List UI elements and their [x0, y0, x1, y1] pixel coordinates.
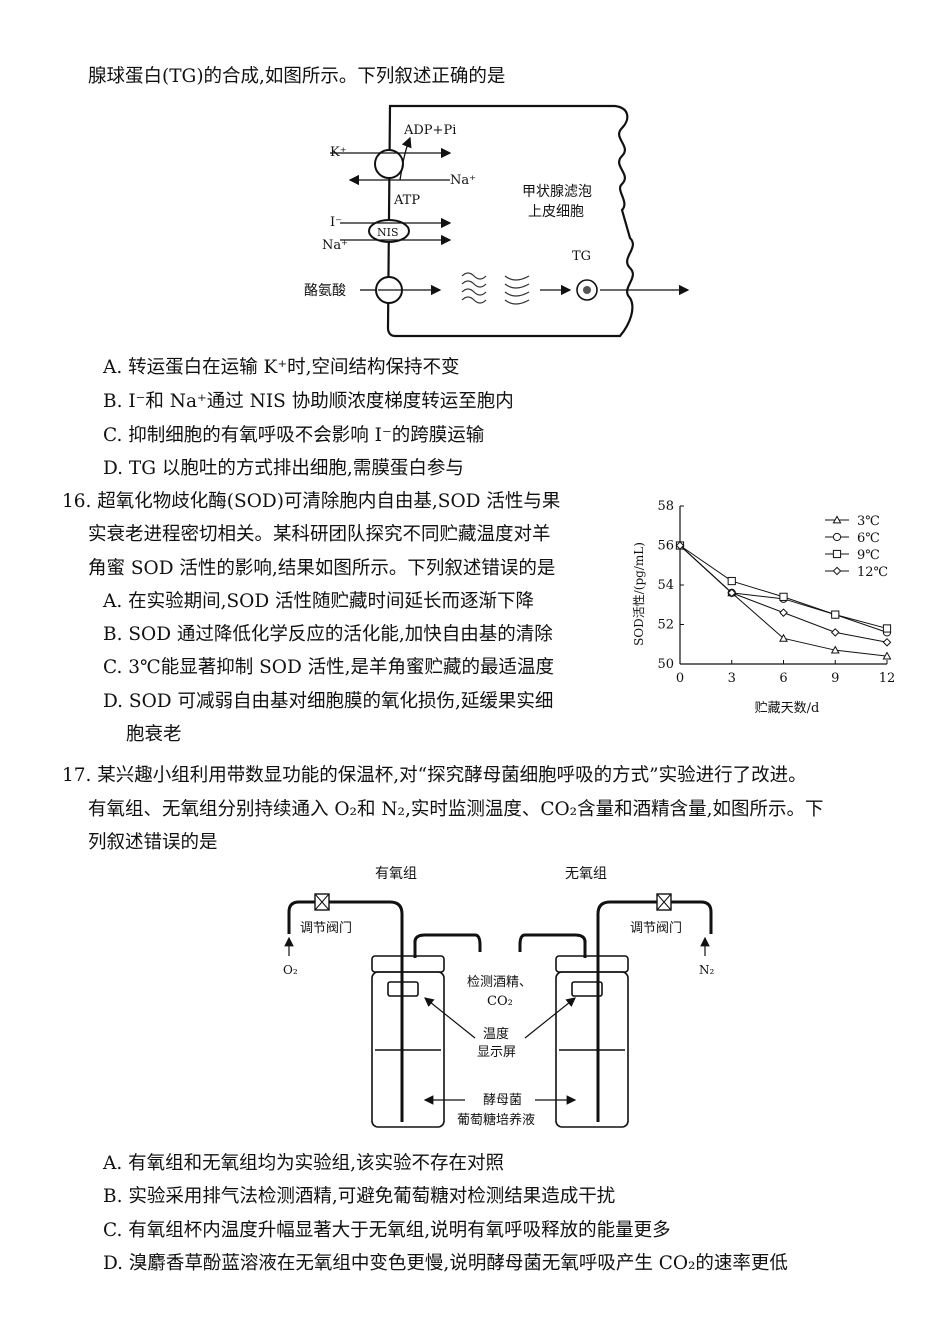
q16-option-b: B. SOD 通过降低化学反应的活化能,加快自由基的清除: [103, 624, 553, 645]
label-detect-2: CO₂: [487, 994, 513, 1009]
q17-option-a: A. 有氧组和无氧组均为实验组,该实验不存在对照: [103, 1153, 505, 1174]
chart-point: [727, 588, 737, 598]
q17-option-d: D. 溴麝香草酚蓝溶液在无氧组中变色更慢,说明酵母菌无氧呼吸产生 CO₂的速率更…: [103, 1253, 788, 1274]
label-i: I⁻: [330, 215, 342, 230]
label-aerobic: 有氧组: [375, 866, 417, 882]
left-jar: [287, 900, 482, 1128]
chart-legend-label: 9℃: [857, 548, 880, 563]
chart-point: [882, 637, 892, 647]
left-valve-icon: [314, 893, 330, 911]
q16-option-c: C. 3℃能显著抑制 SOD 活性,是羊角蜜贮藏的最适温度: [103, 657, 555, 678]
chart-x-tick-label: 12: [879, 671, 896, 686]
label-cell-1: 甲状腺滤泡: [522, 184, 592, 200]
q17-stem-3: 列叙述错误的是: [88, 832, 218, 853]
chart-x-tick-label: 6: [779, 671, 787, 686]
nis-ellipse: [368, 219, 410, 243]
chart-point: [675, 541, 685, 550]
chart-xlabel: 贮藏天数/d: [755, 701, 820, 716]
chart-y-tick-label: 54: [657, 578, 674, 593]
chart-y-tick-label: 58: [657, 499, 674, 514]
label-k: K⁺: [330, 145, 347, 160]
label-valve-left: 调节阀门: [300, 921, 352, 936]
label-tg: TG: [572, 249, 591, 264]
chart-point: [832, 515, 842, 524]
sod-line-chart: 0 3 6 9 12 50 52 54 56 58 3℃ 6℃ 9℃ 12℃ 贮藏天数/d SOD活性/…: [632, 499, 896, 716]
chart-point: [832, 549, 842, 559]
label-cell-2: 上皮细胞: [528, 204, 584, 220]
q15-option-c: C. 抑制细胞的有氧呼吸不会影响 I⁻的跨膜运输: [103, 425, 485, 446]
label-anaerobic: 无氧组: [565, 866, 607, 882]
chart-series-line: [679, 545, 888, 633]
label-temp-1: 温度: [483, 1026, 509, 1042]
chart-point: [779, 608, 788, 617]
chart-point: [830, 628, 840, 637]
q17-option-c: C. 有氧组杯内温度升幅显著大于无氧组,说明有氧呼吸释放的能量更多: [103, 1220, 671, 1241]
chart-x-tick-label: 3: [728, 671, 736, 686]
chart-y-tick-label: 50: [657, 657, 674, 672]
chart-point: [779, 592, 788, 601]
thermos-apparatus-figure: 有氧组 无氧组 调节阀门 O₂ 调节阀门 N₂ 检测酒精、 CO₂ 温度 显示屏: [283, 866, 715, 1128]
right-jar: [518, 900, 713, 1128]
label-detect-1: 检测酒精、: [467, 975, 532, 990]
q15-stem: 腺球蛋白(TG)的合成,如图所示。下列叙述正确的是: [88, 66, 506, 87]
chart-point: [882, 651, 892, 660]
q16-stem-2: 实衰老进程密切相关。某科研团队探究不同贮藏温度对羊: [88, 524, 551, 545]
q15-option-a: A. 转运蛋白在运输 K⁺时,空间结构保持不变: [103, 357, 460, 378]
chart-legend-label: 3℃: [857, 514, 880, 529]
q17-option-b: B. 实验采用排气法检测酒精,可避免葡萄糖对检测结果造成干扰: [103, 1186, 616, 1207]
chart-point: [830, 645, 840, 654]
chart-y-tick-label: 56: [657, 539, 674, 554]
label-nis: NIS: [377, 226, 399, 239]
chart-y-tick-label: 52: [657, 618, 674, 633]
pump-circle: [374, 149, 404, 179]
label-valve-right: 调节阀门: [630, 921, 682, 936]
label-yeast-1: 酵母菌: [483, 1093, 522, 1108]
cell-membrane: [386, 104, 634, 338]
chart-legend-label: 12℃: [857, 565, 888, 580]
label-n2: N₂: [699, 963, 715, 977]
label-yeast-2: 葡萄糖培养液: [457, 1112, 535, 1128]
label-atp: ATP: [393, 193, 420, 208]
label-temp-2: 显示屏: [477, 1045, 516, 1060]
q15-option-b: B. I⁻和 Na⁺通过 NIS 协助顺浓度梯度转运至胞内: [103, 391, 514, 412]
right-valve-icon: [656, 893, 672, 911]
chart-point: [832, 532, 842, 542]
er-golgi-icon: [461, 272, 530, 305]
chart-point: [831, 610, 840, 619]
cell-transport-figure: ADP+Pi K⁺ Na⁺ ATP 甲状腺滤泡 上皮细胞 NIS I⁻ Na⁺ …: [304, 104, 690, 338]
q15-option-d: D. TG 以胞吐的方式排出细胞,需膜蛋白参与: [103, 458, 464, 479]
q17-stem-2: 有氧组、无氧组分别持续通入 O₂和 N₂,实时监测温度、CO₂含量和酒精含量,如…: [88, 799, 824, 820]
chart-legend-label: 6℃: [857, 531, 880, 546]
chart-point: [727, 576, 736, 586]
chart-ylabel: SOD活性/(pg/mL): [632, 542, 646, 646]
q16-stem-3: 角蜜 SOD 活性的影响,结果如图所示。下列叙述错误的是: [88, 558, 556, 579]
label-na1: Na⁺: [450, 173, 476, 188]
label-na2: Na⁺: [322, 238, 348, 253]
label-adp: ADP+Pi: [403, 123, 456, 138]
chart-point: [779, 633, 788, 642]
q16-option-d-cont: 胞衰老: [126, 724, 182, 745]
chart-point: [832, 566, 842, 576]
q16-stem-1: 16. 超氧化物歧化酶(SOD)可清除胞内自由基,SOD 活性与果: [62, 491, 561, 512]
label-o2: O₂: [283, 963, 298, 977]
chart-x-tick-label: 0: [676, 671, 684, 686]
q16-option-a: A. 在实验期间,SOD 活性随贮藏时间延长而逐渐下降: [103, 591, 535, 612]
label-tyr: 酪氨酸: [304, 283, 346, 299]
q17-stem-1: 17. 某兴趣小组利用带数显功能的保温杯,对“探究酵母菌细胞呼吸的方式”实验进行…: [62, 765, 807, 786]
q16-option-d: D. SOD 可减弱自由基对细胞膜的氧化损伤,延缓果实细: [103, 691, 554, 712]
chart-x-tick-label: 9: [831, 671, 839, 686]
chart-point: [882, 624, 892, 633]
